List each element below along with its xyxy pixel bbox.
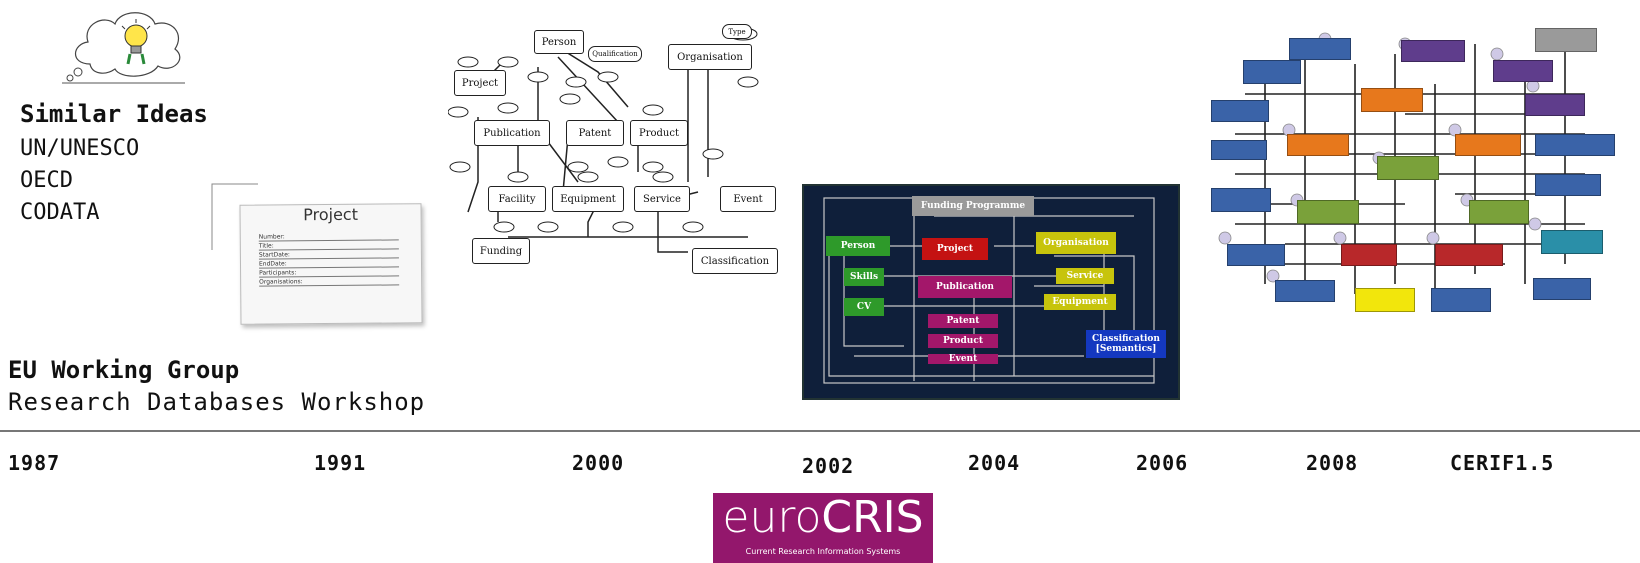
paper-row: Organisations: bbox=[259, 277, 400, 287]
cerif-node bbox=[1535, 28, 1597, 52]
cerif-node bbox=[1401, 40, 1465, 62]
dark-node-event: Event bbox=[928, 354, 998, 364]
eu-workshop-subtitle: Research Databases Workshop bbox=[8, 388, 426, 416]
timeline-axis bbox=[0, 430, 1640, 432]
cerif-node bbox=[1535, 134, 1615, 156]
cerif-node bbox=[1227, 244, 1285, 266]
er-node-event: Event bbox=[720, 186, 776, 212]
bracket-line bbox=[211, 183, 258, 250]
cerif-model-diagram bbox=[1205, 24, 1615, 324]
cerif-node bbox=[1275, 280, 1335, 302]
similar-item-oecd: OECD bbox=[20, 168, 73, 193]
cerif-node bbox=[1535, 174, 1601, 196]
cerif-node bbox=[1355, 288, 1415, 312]
paper-row: Title: bbox=[258, 241, 399, 251]
dark-node-service: Service bbox=[1056, 268, 1114, 284]
er-node-project: Project bbox=[454, 70, 506, 96]
cerif-node bbox=[1289, 38, 1351, 60]
dark-node-skills: Skills bbox=[844, 268, 884, 286]
timeline-year: 2002 bbox=[802, 454, 855, 478]
paper-row: Participants: bbox=[259, 268, 400, 278]
cerif-node bbox=[1431, 288, 1491, 312]
er-node-product: Product bbox=[630, 120, 688, 146]
eu-working-group-title: EU Working Group bbox=[8, 356, 240, 384]
er-node-person: Person bbox=[534, 30, 584, 54]
cerif-dark-diagram: Funding Programme Person Project Organis… bbox=[802, 184, 1180, 400]
logo-text-right: CRIS bbox=[821, 492, 924, 543]
cerif-node bbox=[1361, 88, 1423, 112]
cerif-node bbox=[1493, 60, 1553, 82]
er-node-funding: Funding bbox=[472, 238, 530, 264]
cerif-node bbox=[1341, 244, 1397, 266]
paper-row: EndDate: bbox=[258, 259, 400, 269]
er-node-publication: Publication bbox=[474, 120, 550, 146]
timeline-year: 2006 bbox=[1136, 451, 1189, 475]
logo-tagline: Current Research Information Systems bbox=[745, 547, 901, 556]
er-node-equipment: Equipment bbox=[552, 186, 624, 212]
er-label-type: Type bbox=[722, 24, 752, 39]
cerif-node bbox=[1297, 200, 1359, 224]
er-node-patent: Patent bbox=[566, 120, 624, 146]
cerif-node bbox=[1211, 140, 1267, 160]
dark-node-publication: Publication bbox=[918, 276, 1012, 298]
paper-title: Project bbox=[303, 204, 359, 225]
idea-cloud-icon bbox=[62, 12, 185, 84]
dark-node-patent: Patent bbox=[928, 314, 998, 328]
similar-ideas-title: Similar Ideas bbox=[20, 100, 208, 128]
timeline-year: 1987 bbox=[8, 451, 61, 475]
er-node-classification: Classification bbox=[692, 248, 778, 274]
dark-node-equipment: Equipment bbox=[1044, 294, 1116, 310]
er-node-service: Service bbox=[634, 186, 690, 212]
paper-row: Number: bbox=[258, 232, 399, 242]
dark-node-project: Project bbox=[922, 238, 988, 260]
similar-item-codata: CODATA bbox=[20, 200, 100, 225]
timeline-year: 1991 bbox=[314, 451, 367, 475]
cerif-node bbox=[1243, 60, 1301, 84]
dark-node-cv: CV bbox=[844, 298, 884, 316]
er-node-organisation: Organisation bbox=[668, 44, 752, 70]
logo-text-left: euro bbox=[722, 492, 822, 543]
dark-node-classification: Classification [Semantics] bbox=[1086, 330, 1166, 358]
er-sketch-diagram: Person Organisation Project Publication … bbox=[448, 22, 788, 282]
cerif-node bbox=[1541, 230, 1603, 254]
cerif-node bbox=[1211, 100, 1269, 122]
timeline-year: 2008 bbox=[1306, 451, 1359, 475]
cerif-node bbox=[1211, 188, 1271, 212]
dark-node-organisation: Organisation bbox=[1036, 232, 1116, 254]
dark-node-funding-programme: Funding Programme bbox=[912, 196, 1034, 216]
cerif-node bbox=[1377, 156, 1439, 180]
paper-row: StartDate: bbox=[258, 250, 399, 260]
dark-node-product: Product bbox=[928, 334, 998, 348]
cerif-node bbox=[1287, 134, 1349, 156]
cerif-node bbox=[1455, 134, 1521, 156]
timeline-year: 2000 bbox=[572, 451, 625, 475]
dark-node-person: Person bbox=[826, 236, 890, 256]
logo-wordmark: euroCRIS bbox=[713, 493, 933, 543]
er-label-qualification: Qualification bbox=[588, 46, 642, 62]
cerif-node bbox=[1435, 244, 1503, 266]
timeline-year: CERIF1.5 bbox=[1450, 451, 1555, 475]
eurocris-logo: euroCRIS Current Research Information Sy… bbox=[713, 493, 933, 563]
project-form-sketch: Project Number: Title: StartDate: EndDat… bbox=[239, 203, 423, 325]
cerif-node bbox=[1525, 94, 1585, 116]
similar-item-unesco: UN/UNESCO bbox=[20, 136, 140, 161]
er-node-facility: Facility bbox=[488, 186, 546, 212]
cerif-node bbox=[1469, 200, 1529, 224]
cerif-node bbox=[1533, 278, 1591, 300]
timeline-year: 2004 bbox=[968, 451, 1021, 475]
